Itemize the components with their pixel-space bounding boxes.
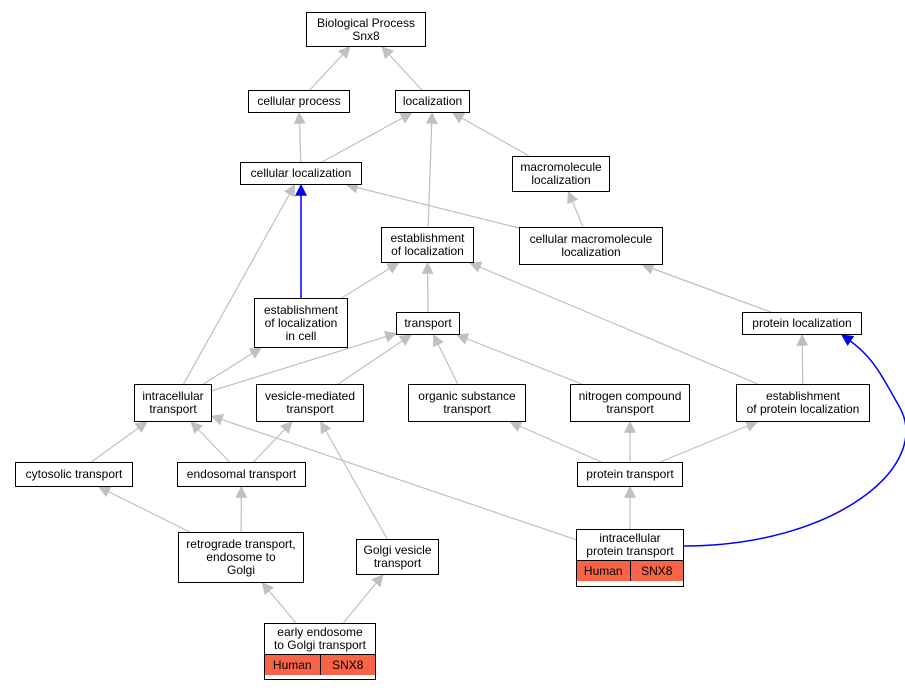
node-vesicle-mediated-transport[interactable]: vesicle-mediated transport	[256, 384, 364, 422]
node-protein-localization[interactable]: protein localization	[742, 312, 862, 335]
edge-cellular-localization-to-localization	[321, 112, 413, 163]
node-label: nitrogen compound transport	[578, 389, 682, 416]
edge-organic-substance-transport-to-transport	[433, 333, 459, 385]
edge-establishment-of-protein-localization-to-establishment-of-localization	[469, 261, 759, 385]
node-label: vesicle-mediated transport	[264, 389, 356, 416]
gene-tag[interactable]: SNX8	[629, 561, 683, 581]
edge-early-endosome-to-golgi-to-golgi-vesicle-transport	[342, 574, 384, 624]
node-label: transport	[404, 316, 452, 330]
edge-cellular-macromolecule-localization-to-macromolecule-localization	[567, 190, 584, 228]
species-tag[interactable]: Human	[265, 655, 320, 675]
edge-endosomal-transport-to-intracellular-transport	[190, 421, 230, 463]
node-label: macromolecule localization	[520, 160, 602, 187]
node-macromolecule-localization[interactable]: macromolecule localization	[512, 156, 610, 192]
node-label: endosomal transport	[186, 467, 297, 481]
node-retrograde-transport-endosome-to-golgi[interactable]: retrograde transport, endosome to Golgi	[178, 532, 304, 583]
node-localization[interactable]: localization	[395, 90, 470, 113]
node-transport[interactable]: transport	[396, 312, 460, 335]
species-tag[interactable]: Human	[577, 561, 630, 581]
node-label: protein localization	[752, 316, 852, 330]
node-label: cellular macromolecule localization	[529, 232, 653, 259]
node-cytosolic-transport[interactable]: cytosolic transport	[15, 462, 133, 487]
node-intracellular-protein-transport[interactable]: intracellular protein transport Human SN…	[576, 529, 684, 587]
node-golgi-vesicle-transport[interactable]: Golgi vesicle transport	[356, 539, 439, 575]
node-establishment-of-protein-localization[interactable]: establishment of protein localization	[736, 384, 870, 422]
edge-intracellular-transport-to-transport	[211, 330, 398, 392]
node-label: protein transport	[586, 467, 674, 481]
edge-macromolecule-localization-to-localization	[451, 112, 530, 157]
edge-cytosolic-transport-to-intracellular-transport	[90, 421, 148, 463]
edge-cellular-localization-to-cellular-process	[293, 111, 306, 163]
node-cellular-macromolecule-localization[interactable]: cellular macromolecule localization	[519, 227, 663, 265]
node-label: cytosolic transport	[25, 467, 123, 481]
node-cellular-process[interactable]: cellular process	[248, 90, 350, 113]
node-establishment-of-localization[interactable]: establishment of localization	[381, 227, 474, 263]
node-label: establishment of localization	[390, 231, 465, 258]
node-label: intracellular transport	[142, 389, 204, 416]
edge-intracellular-protein-transport-to-intracellular-transport	[210, 414, 577, 541]
edge-establishment-of-localization-to-localization	[425, 111, 438, 228]
node-label: cellular localization	[250, 166, 352, 180]
node-label: intracellular protein transport	[586, 531, 674, 558]
edge-establishment-of-protein-localization-to-protein-localization	[796, 333, 809, 385]
node-establishment-of-localization-in-cell[interactable]: establishment of localization in cell	[254, 298, 348, 348]
edge-vesicle-mediated-transport-to-transport	[337, 334, 412, 385]
edge-golgi-vesicle-transport-to-vesicle-mediated-transport	[320, 420, 388, 540]
node-label: establishment of localization in cell	[263, 302, 339, 343]
edge-nitrogen-compound-transport-to-transport	[456, 333, 582, 385]
node-cellular-localization[interactable]: cellular localization	[240, 162, 362, 185]
node-early-endosome-to-golgi-transport[interactable]: early endosome to Golgi transport Human …	[264, 623, 376, 680]
edge-intracellular-transport-to-cellular-localization	[183, 183, 296, 385]
node-label: cellular process	[257, 94, 341, 108]
node-label: retrograde transport, endosome to Golgi	[186, 537, 296, 577]
node-nitrogen-compound-transport[interactable]: nitrogen compound transport	[570, 384, 690, 422]
node-label: Golgi vesicle transport	[363, 543, 432, 570]
annotation-tags: Human SNX8	[577, 560, 683, 581]
edge-protein-localization-to-cellular-macromolecule-localization	[641, 263, 771, 313]
edge-intracellular-transport-to-establishment-of-localization-in-cell	[203, 347, 263, 385]
node-label: localization	[402, 94, 463, 108]
edge-early-endosome-to-golgi-to-retrograde-transport	[261, 582, 297, 624]
node-label: early endosome to Golgi transport	[273, 625, 367, 652]
edge-retrograde-transport-to-cytosolic-transport	[98, 486, 190, 533]
edge-protein-transport-to-establishment-of-protein-localization	[660, 420, 759, 463]
edge-localization-to-root	[381, 46, 423, 91]
edge-cellular-process-to-root	[309, 46, 351, 91]
edge-establishment-of-localization-in-cell-to-establishment-of-localization	[341, 262, 400, 299]
annotation-tags: Human SNX8	[265, 654, 375, 675]
node-label: organic substance transport	[418, 389, 516, 416]
node-protein-transport[interactable]: protein transport	[577, 462, 683, 487]
node-label: Biological Process Snx8	[316, 15, 416, 43]
edge-cellular-macromolecule-localization-to-cellular-localization	[345, 181, 520, 229]
node-intracellular-transport[interactable]: intracellular transport	[134, 384, 212, 422]
edge-endosomal-transport-to-vesicle-mediated-transport	[253, 421, 293, 463]
node-organic-substance-transport[interactable]: organic substance transport	[408, 384, 526, 422]
node-endosomal-transport[interactable]: endosomal transport	[177, 462, 306, 487]
edge-protein-transport-to-organic-substance-transport	[509, 420, 602, 463]
gene-tag[interactable]: SNX8	[319, 655, 375, 675]
node-biological-process-snx8[interactable]: Biological Process Snx8	[306, 12, 426, 47]
node-label: establishment of protein localization	[746, 389, 860, 416]
